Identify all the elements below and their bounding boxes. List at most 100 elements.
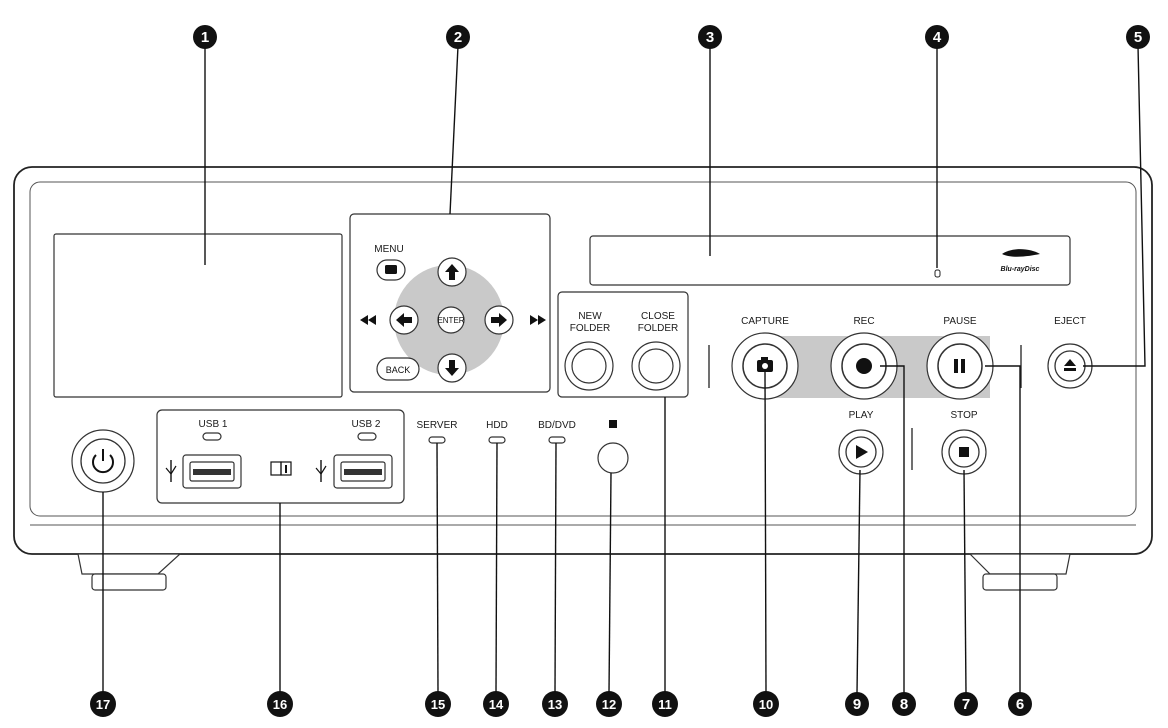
svg-text:Blu-rayDisc: Blu-rayDisc xyxy=(1001,266,1040,273)
svg-text:12: 12 xyxy=(602,697,616,712)
callout-7: 7 xyxy=(954,692,978,716)
usb1-indicator xyxy=(202,432,222,441)
usb2-indicator xyxy=(357,432,377,441)
disc-access-lamp xyxy=(934,269,941,278)
arrow-down-icon xyxy=(445,360,459,376)
svg-text:3: 3 xyxy=(706,29,714,46)
callout-1: 1 xyxy=(193,25,217,49)
bd-dvd-label: BD/DVD xyxy=(538,420,576,431)
menu-icon xyxy=(385,265,397,274)
info-book-icon xyxy=(270,461,292,476)
power-button[interactable] xyxy=(71,429,135,493)
remote-sensor-icon xyxy=(609,420,617,428)
arrow-up-icon xyxy=(445,264,459,280)
disc-tray: Blu-rayDisc xyxy=(589,235,1071,286)
callout-5: 5 xyxy=(1126,25,1150,49)
hdd-label: HDD xyxy=(486,420,508,431)
down-button[interactable] xyxy=(437,353,467,383)
usb2-port[interactable] xyxy=(333,454,393,489)
stop-label: STOP xyxy=(950,410,977,421)
callout-11: 11 xyxy=(652,691,678,717)
up-button[interactable] xyxy=(437,257,467,287)
hdd-indicator xyxy=(488,436,506,444)
svg-text:10: 10 xyxy=(759,697,773,712)
pause-icon xyxy=(954,359,965,373)
usb1-label: USB 1 xyxy=(199,419,228,430)
callout-13: 13 xyxy=(542,691,568,717)
stop-icon xyxy=(959,447,969,457)
pause-label: PAUSE xyxy=(943,316,976,327)
menu-button[interactable] xyxy=(376,259,406,281)
play-button[interactable] xyxy=(838,429,884,475)
callout-lines xyxy=(102,45,1146,694)
rec-label: REC xyxy=(853,316,874,327)
close-folder-label-1: CLOSE xyxy=(641,311,675,322)
new-folder-label-1: NEW xyxy=(578,311,602,322)
svg-text:8: 8 xyxy=(900,696,908,713)
callout-17: 17 xyxy=(90,691,116,717)
right-button[interactable] xyxy=(484,305,514,335)
blu-ray-logo: Blu-rayDisc xyxy=(1001,249,1040,273)
left-foot xyxy=(77,553,182,591)
left-button[interactable] xyxy=(389,305,419,335)
new-folder-label-2: FOLDER xyxy=(570,323,611,334)
svg-text:6: 6 xyxy=(1016,696,1024,713)
usb2-label: USB 2 xyxy=(352,419,381,430)
usb-panel: USB 1 USB 2 xyxy=(156,409,405,504)
svg-text:9: 9 xyxy=(853,696,861,713)
callout-6: 6 xyxy=(1008,692,1032,716)
enter-button[interactable]: ENTER xyxy=(437,306,465,334)
menu-label: MENU xyxy=(374,244,403,255)
svg-text:4: 4 xyxy=(933,29,942,46)
eject-label: EJECT xyxy=(1054,316,1086,327)
callout-12: 12 xyxy=(596,691,622,717)
callout-8: 8 xyxy=(892,692,916,716)
svg-text:11: 11 xyxy=(658,697,672,712)
callout-10: 10 xyxy=(753,691,779,717)
fast-forward-icon xyxy=(530,315,546,325)
svg-text:1: 1 xyxy=(201,29,209,46)
capture-label: CAPTURE xyxy=(741,316,789,327)
close-folder-button[interactable] xyxy=(631,341,681,391)
callout-2: 2 xyxy=(446,25,470,49)
callout-16: 16 xyxy=(267,691,293,717)
svg-text:16: 16 xyxy=(273,697,287,712)
svg-text:2: 2 xyxy=(454,29,462,46)
bd-dvd-indicator xyxy=(548,436,566,444)
folder-panel: NEW FOLDER CLOSE FOLDER xyxy=(557,291,689,398)
svg-text:7: 7 xyxy=(962,696,970,713)
server-label: SERVER xyxy=(417,420,458,431)
svg-text:15: 15 xyxy=(431,697,445,712)
callout-9: 9 xyxy=(845,692,869,716)
pause-button[interactable] xyxy=(926,332,994,400)
callout-15: 15 xyxy=(425,691,451,717)
new-folder-button[interactable] xyxy=(564,341,614,391)
remote-sensor xyxy=(597,442,629,474)
play-label: PLAY xyxy=(849,410,874,421)
lcd-display xyxy=(53,233,343,398)
play-icon xyxy=(856,445,868,459)
record-dot-icon xyxy=(856,358,872,374)
usb-symbol-icon xyxy=(165,460,177,482)
svg-text:5: 5 xyxy=(1134,29,1142,46)
close-folder-label-2: FOLDER xyxy=(638,323,679,334)
camera-icon xyxy=(757,357,773,372)
usb1-port[interactable] xyxy=(182,454,242,489)
rewind-icon xyxy=(360,315,376,325)
server-indicator xyxy=(428,436,446,444)
eject-icon xyxy=(1064,359,1076,371)
back-button[interactable]: BACK xyxy=(376,357,420,381)
usb-symbol-icon xyxy=(315,460,327,482)
enter-label: ENTER xyxy=(437,316,464,325)
svg-text:13: 13 xyxy=(548,697,562,712)
navigation-panel: MENU ENTER BACK xyxy=(349,213,551,393)
stop-button[interactable] xyxy=(941,429,987,475)
callout-4: 4 xyxy=(925,25,949,49)
arrow-left-icon xyxy=(396,313,412,327)
back-label: BACK xyxy=(386,365,411,375)
callout-14: 14 xyxy=(483,691,509,717)
svg-text:14: 14 xyxy=(489,697,504,712)
power-icon xyxy=(92,449,114,474)
arrow-right-icon xyxy=(491,313,507,327)
